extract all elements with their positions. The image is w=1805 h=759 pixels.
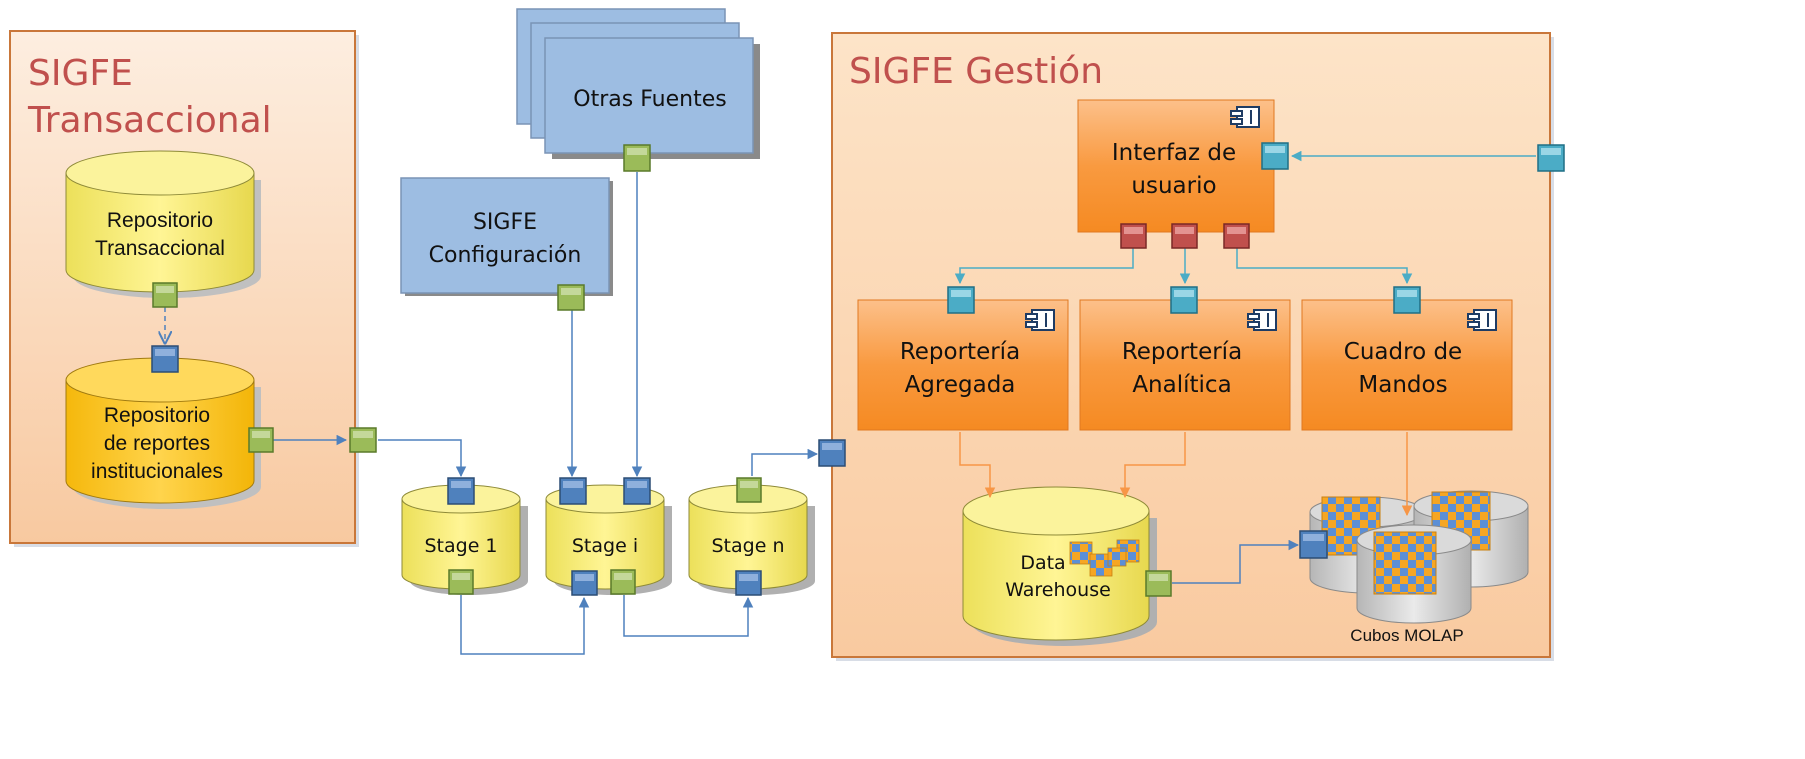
- port-cyan: [1393, 286, 1421, 314]
- cubos-molap-label: Cubos MOLAP: [1350, 626, 1463, 645]
- interfaz-line1: Interfaz de: [1112, 140, 1236, 166]
- sigfe-configuracion-box: SIGFE Configuración: [400, 177, 613, 296]
- port-blue: [559, 477, 587, 505]
- data-cubes-icon: [1069, 539, 1140, 577]
- flow-arrow: [623, 595, 754, 637]
- repositorio-transaccional-cylinder: Repositorio Transaccional: [65, 150, 261, 298]
- reporteria-agregada-line2: Agregada: [905, 372, 1016, 398]
- repositorio-reportes-line1: Repositorio: [104, 404, 210, 427]
- port-cyan: [1537, 144, 1565, 172]
- port-blue: [571, 570, 598, 596]
- repositorio-transaccional-line2: Transaccional: [95, 237, 225, 260]
- component-icon: [1247, 309, 1277, 331]
- interfaz-usuario-component: Interfaz de usuario: [1077, 99, 1275, 233]
- cuadro-mandos-line2: Mandos: [1358, 372, 1447, 398]
- flow-arrow: [460, 595, 590, 655]
- flow-arrow: [1236, 248, 1413, 285]
- component-icon: [1230, 106, 1260, 128]
- port-blue: [151, 345, 179, 373]
- flow-arrow: [751, 448, 819, 476]
- stage-i-label: Stage i: [572, 535, 638, 557]
- port-red: [1171, 223, 1198, 249]
- port-green: [1145, 570, 1172, 597]
- stage-1-cylinder: Stage 1: [401, 484, 528, 595]
- reporteria-agregada-component: Reportería Agregada: [857, 299, 1069, 431]
- repositorio-reportes-cylinder: Repositorio de reportes institucionales: [65, 357, 261, 509]
- cubos-molap-group: Cubos MOLAP: [1309, 490, 1529, 645]
- sigfe-configuracion-line1: SIGFE: [473, 210, 537, 235]
- reporteria-analitica-component: Reportería Analítica: [1079, 299, 1291, 431]
- sigfe-configuracion-line2: Configuración: [429, 243, 582, 268]
- left-panel-title-line1: SIGFE: [28, 53, 133, 94]
- repositorio-reportes-line3: institucionales: [91, 460, 223, 483]
- port-green: [557, 284, 585, 311]
- port-green: [448, 569, 474, 595]
- port-green: [736, 477, 762, 503]
- component-icon: [1467, 309, 1497, 331]
- port-blue: [447, 477, 475, 505]
- otras-fuentes-stack: Otras Fuentes: [516, 8, 760, 159]
- data-warehouse-line1: Data: [1020, 552, 1065, 574]
- port-blue: [623, 477, 651, 505]
- port-blue: [1299, 530, 1328, 559]
- port-cyan: [1170, 286, 1198, 314]
- reporteria-analitica-line2: Analítica: [1132, 372, 1231, 398]
- stage-n-label: Stage n: [712, 535, 785, 557]
- port-red: [1120, 223, 1147, 249]
- port-green: [248, 427, 274, 453]
- port-cyan: [947, 286, 975, 314]
- port-blue: [735, 570, 762, 596]
- data-warehouse-line2: Warehouse: [1005, 579, 1111, 601]
- port-green: [152, 282, 178, 308]
- flow-arrow: [1172, 539, 1300, 584]
- port-green: [610, 569, 636, 595]
- port-blue: [818, 439, 846, 467]
- flow-arrow: [959, 432, 996, 499]
- port-green: [349, 427, 377, 453]
- ports: [151, 142, 1565, 597]
- port-red: [1223, 223, 1250, 249]
- port-green: [623, 144, 651, 172]
- cubo-front: [1356, 524, 1472, 624]
- right-panel-title: SIGFE Gestión: [849, 51, 1103, 92]
- interfaz-line2: usuario: [1131, 173, 1216, 199]
- reporteria-agregada-line1: Reportería: [900, 339, 1020, 365]
- data-warehouse-cylinder: Data Warehouse: [962, 486, 1157, 646]
- flow-arrow: [954, 248, 1134, 285]
- flow-arrow: [378, 439, 467, 478]
- cuadro-mandos-component: Cuadro de Mandos: [1301, 299, 1513, 431]
- flow-arrow: [1119, 432, 1186, 499]
- left-panel-title-line2: Transaccional: [27, 100, 272, 141]
- stage-1-label: Stage 1: [424, 535, 497, 557]
- otras-fuentes-label: Otras Fuentes: [573, 87, 726, 112]
- port-cyan: [1261, 142, 1289, 170]
- connectors: [165, 150, 1536, 655]
- component-icon: [1025, 309, 1055, 331]
- repositorio-reportes-line2: de reportes: [104, 432, 210, 455]
- cuadro-mandos-line1: Cuadro de: [1344, 339, 1462, 365]
- repositorio-transaccional-line1: Repositorio: [107, 209, 213, 232]
- reporteria-analitica-line1: Reportería: [1122, 339, 1242, 365]
